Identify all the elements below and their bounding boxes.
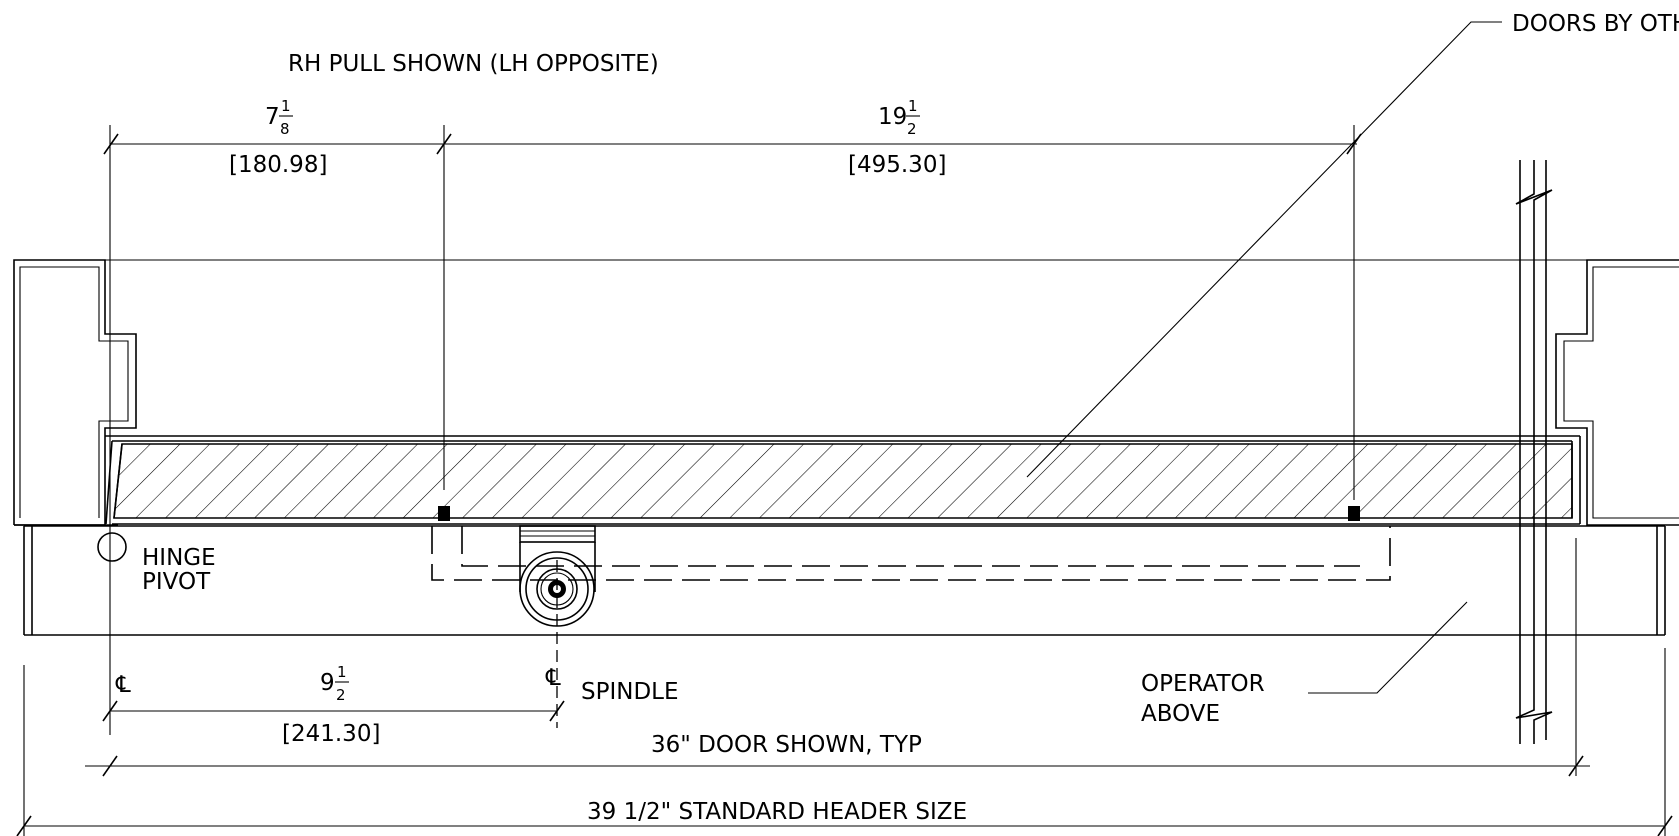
- spindle-assembly: [519, 525, 596, 627]
- leader-lines: [1026, 21, 1502, 694]
- dim-pivot-to-spindle-num: 1: [337, 663, 347, 681]
- spindle-centerline-symbol: ℄: [545, 665, 561, 691]
- wall-break-line: [1515, 160, 1553, 744]
- dim-pull-spacing-whole: 19: [878, 104, 907, 130]
- dim-pivot-to-spindle-den: 2: [336, 686, 346, 704]
- dim-pull-spacing: 19 1 2 [495.30]: [848, 97, 946, 178]
- dim-pull-spacing-num: 1: [908, 97, 918, 115]
- dim-pull-spacing-den: 2: [907, 120, 917, 138]
- operator-arm-outline: [431, 526, 1391, 581]
- dim-pivot-to-spindle-whole: 9: [320, 670, 335, 696]
- dim-pivot-to-pull: 7 1 8 [180.98]: [229, 97, 327, 178]
- spindle-label: SPINDLE: [581, 679, 679, 705]
- dim-pivot-to-pull-metric: [180.98]: [229, 152, 327, 178]
- top-dimension-lines: [103, 125, 1362, 500]
- door-width-label: 36" DOOR SHOWN, TYP: [651, 732, 922, 758]
- dim-pivot-to-pull-num: 1: [281, 97, 291, 115]
- right-frame-jamb: [1555, 259, 1679, 526]
- operator-label-line1: OPERATOR: [1141, 671, 1265, 697]
- header-size-label: 39 1/2" STANDARD HEADER SIZE: [587, 799, 967, 825]
- dim-pivot-to-pull-den: 8: [280, 120, 290, 138]
- hinge-label-line1: HINGE: [142, 545, 216, 571]
- pivot-centerline-symbol: ℄: [115, 672, 131, 698]
- dim-pivot-to-spindle: 9 1 2 [241.30]: [282, 663, 380, 747]
- left-frame-jamb: [13, 259, 137, 526]
- door-width-dimension-line: [85, 538, 1590, 777]
- header-size-dimension-line: [16, 648, 1673, 836]
- door-leaf: [105, 435, 1581, 525]
- drawing-title: RH PULL SHOWN (LH OPPOSITE): [288, 51, 659, 77]
- hinge-label-line2: PIVOT: [142, 569, 211, 595]
- pull-left: [438, 506, 450, 521]
- hinge-pivot-circle: [97, 532, 127, 562]
- dim-pivot-to-spindle-metric: [241.30]: [282, 721, 380, 747]
- operator-label-line2: ABOVE: [1141, 701, 1220, 727]
- dim-pivot-to-pull-whole: 7: [265, 104, 280, 130]
- dim-pull-spacing-metric: [495.30]: [848, 152, 946, 178]
- doors-callout: DOORS BY OTH: [1512, 11, 1679, 37]
- spindle-dimension-line: [102, 700, 565, 722]
- header-housing: [23, 525, 1666, 636]
- pull-right: [1348, 506, 1360, 521]
